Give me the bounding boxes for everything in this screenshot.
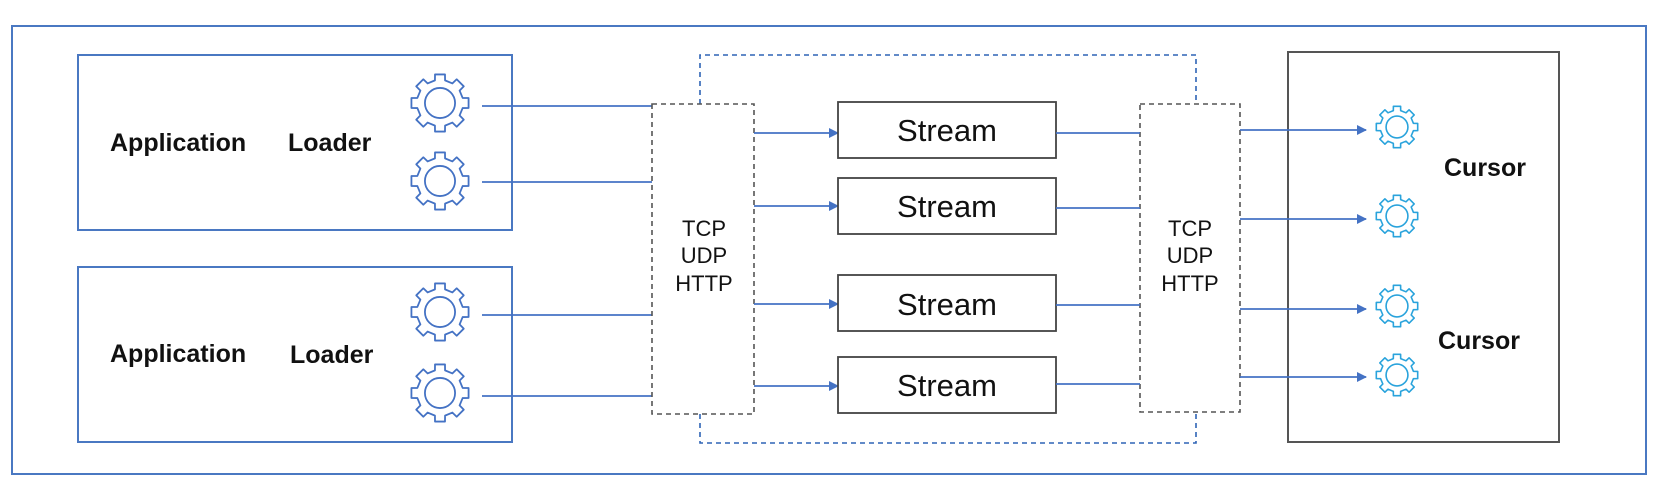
gear-icon (410, 363, 470, 423)
loader-label-1: Loader (288, 129, 372, 157)
loader-label-2: Loader (290, 341, 374, 369)
protocol-left-tcp: TCP (682, 216, 726, 241)
protocol-right-tcp: TCP (1168, 216, 1212, 241)
input-connectors (482, 105, 652, 397)
cursor-input-arrows (1240, 125, 1367, 382)
protocol-box-left (651, 103, 755, 415)
gear-icon (410, 73, 470, 133)
gear-icon (1375, 194, 1419, 238)
cursor-label-1: Cursor (1444, 154, 1526, 182)
gear-icon (410, 151, 470, 211)
gear-icon (1375, 353, 1419, 397)
stream-label-2: Stream (897, 189, 997, 224)
stream-output-lines (1056, 132, 1140, 385)
application-label-1: Application (110, 129, 246, 157)
stream-input-arrows (754, 128, 839, 391)
stream-label-1: Stream (897, 113, 997, 148)
outer-frame (11, 25, 1647, 475)
application-label-2: Application (110, 340, 246, 368)
stream-box-2 (837, 177, 1057, 235)
protocol-left-udp: UDP (681, 243, 727, 268)
gear-icon (410, 282, 470, 342)
stream-box-1 (837, 101, 1057, 159)
protocol-right-udp: UDP (1167, 243, 1213, 268)
stream-box-3 (837, 274, 1057, 332)
cursor-block (1287, 51, 1560, 443)
gears-layer (410, 73, 1419, 423)
stream-box-4 (837, 356, 1057, 414)
stream-label-4: Stream (897, 368, 997, 403)
protocol-left-http: HTTP (675, 271, 732, 296)
protocol-right-http: HTTP (1161, 271, 1218, 296)
protocol-box-right (1139, 103, 1241, 413)
gear-icon (1375, 105, 1419, 149)
gear-icon (1375, 284, 1419, 328)
cursor-label-2: Cursor (1438, 327, 1520, 355)
stream-label-3: Stream (897, 287, 997, 322)
protocol-link-dashed-bracket (699, 54, 1197, 444)
